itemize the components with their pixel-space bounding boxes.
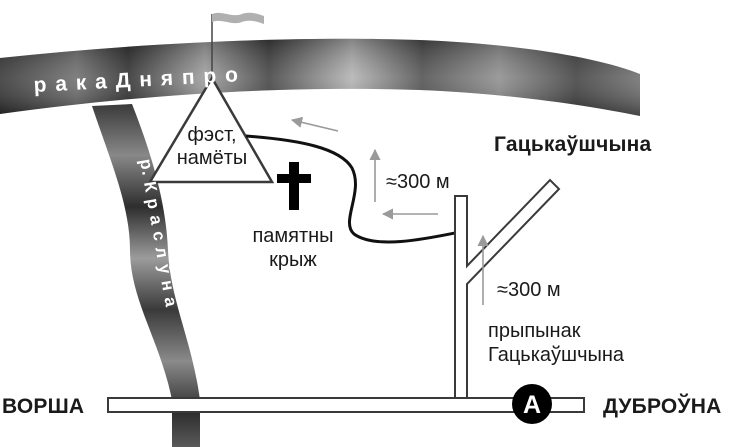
footpath [245,134,461,244]
memorial-label-line1: памятны [252,225,334,247]
distance-upper-label: ≈300 м [386,171,450,193]
bus-stop-label-line1: прыпынак [488,320,581,342]
city-west-label: ВОРША [2,395,85,418]
bus-stop-icon: A [512,384,552,424]
camp-triangle [147,75,275,184]
memorial-label: памятны крыж [238,224,348,272]
camp-label: фэст, намёты [170,124,254,170]
flag-icon [211,12,264,78]
camp-label-line1: фэст, [187,124,237,146]
main-road [107,397,585,413]
city-east-label: ДУБРОЎНА [603,395,722,418]
bus-stop-label-line2: Гацькаўшчына [488,344,625,366]
distance-lower-label: ≈300 м [497,279,561,301]
river-dnieper-shade [0,38,640,116]
bus-stop-label: прыпынак Гацькаўшчына [488,319,624,367]
bus-stop-letter: A [523,391,541,419]
arrow-left-top [290,116,339,132]
camp-label-line2: намёты [176,147,248,169]
direction-arrows [290,116,489,305]
village-label: Гацькаўшчына [494,133,652,156]
cross-icon [277,162,311,210]
river-krasluna [92,104,200,447]
memorial-label-line2: крыж [269,249,317,271]
